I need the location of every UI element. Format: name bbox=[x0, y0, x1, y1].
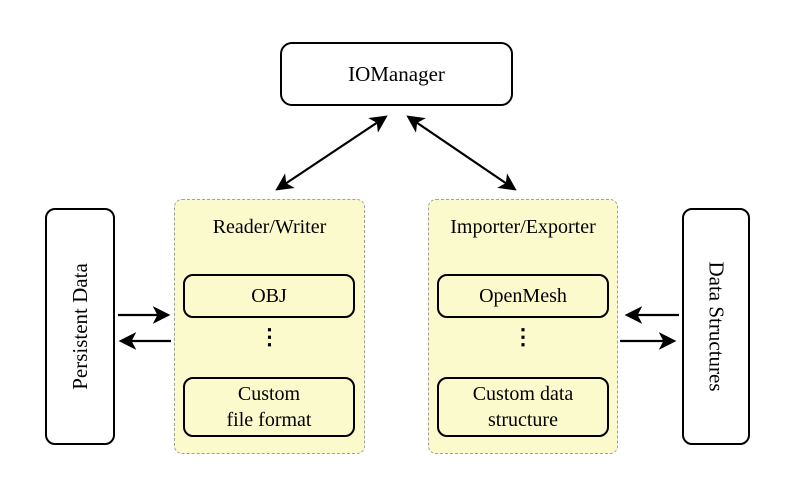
node-openmesh: OpenMesh bbox=[437, 274, 609, 318]
group-importer-exporter-title: Importer/Exporter bbox=[450, 216, 596, 238]
node-custom-file-format: Custom file format bbox=[183, 377, 355, 437]
node-iomanager-label: IOManager bbox=[348, 61, 445, 86]
node-custom-data-structure-line1: Custom data bbox=[472, 383, 574, 405]
node-data-structures-label: Data Structures bbox=[704, 261, 729, 392]
group-reader-writer-title: Reader/Writer bbox=[212, 216, 327, 238]
importer-exporter-ellipsis: ⋮ bbox=[512, 324, 534, 349]
arrow-iomanager-readerwriter bbox=[275, 115, 388, 191]
node-iomanager: IOManager bbox=[280, 42, 513, 106]
arrow-iomanager-importerexporter bbox=[406, 115, 517, 191]
group-reader-writer: Reader/Writer OBJ ⋮ Custom file format bbox=[174, 199, 365, 454]
node-custom-file-format-line1: Custom bbox=[237, 383, 301, 405]
node-data-structures: Data Structures bbox=[682, 208, 750, 445]
node-custom-data-structure-line2: structure bbox=[488, 409, 558, 431]
node-obj: OBJ bbox=[183, 274, 355, 318]
node-custom-file-format-line2: file format bbox=[226, 409, 312, 431]
reader-writer-ellipsis: ⋮ bbox=[258, 324, 281, 349]
node-openmesh-label: OpenMesh bbox=[479, 285, 567, 307]
node-persistent-data-label: Persistent Data bbox=[67, 263, 92, 390]
node-obj-label: OBJ bbox=[251, 285, 287, 307]
node-persistent-data: Persistent Data bbox=[45, 208, 115, 445]
node-custom-data-structure: Custom data structure bbox=[437, 377, 609, 437]
group-importer-exporter: Importer/Exporter OpenMesh ⋮ Custom data… bbox=[428, 199, 618, 454]
